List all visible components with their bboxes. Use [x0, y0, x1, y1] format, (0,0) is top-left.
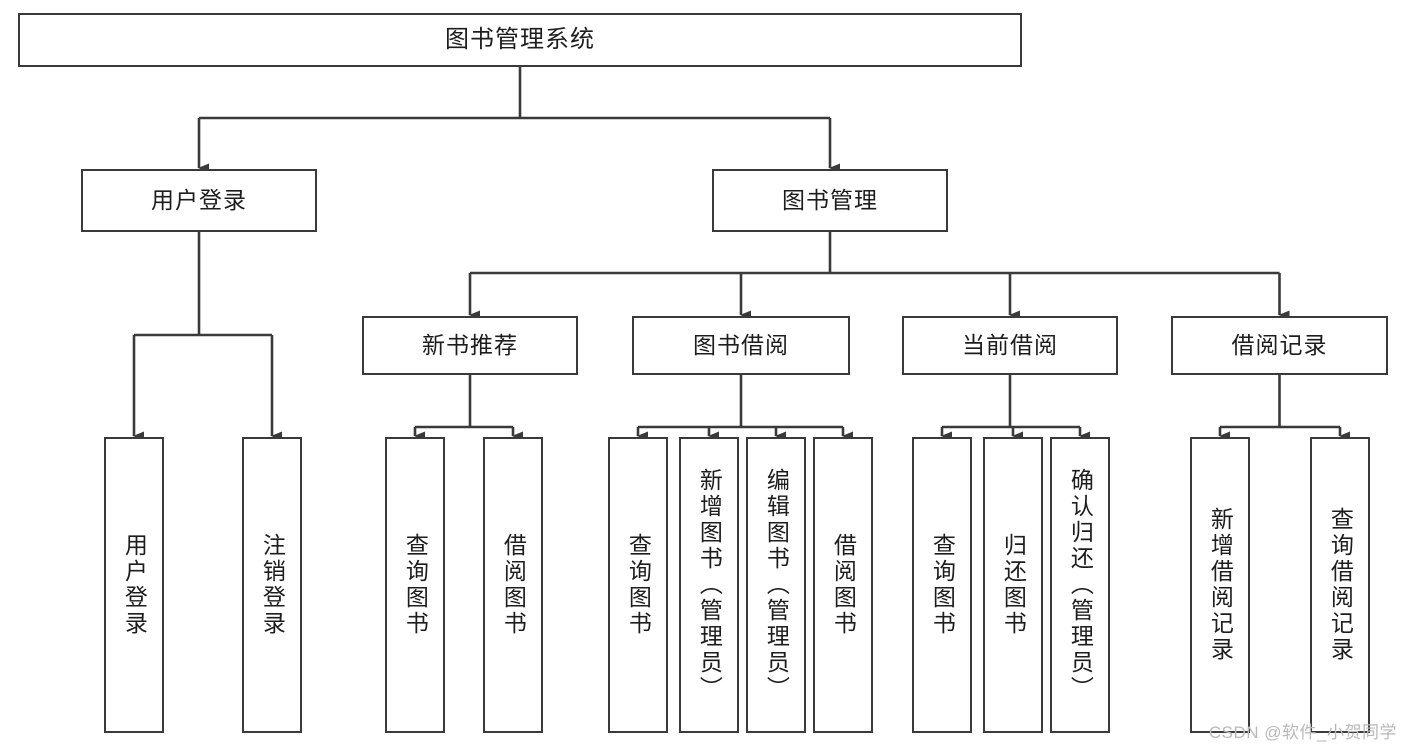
node-records[interactable]: 借阅记录: [1171, 316, 1388, 375]
node-label-current: 当前借阅: [962, 331, 1058, 358]
node-label-cur-return: 归还图书: [1000, 533, 1027, 637]
node-label-bk-edit: 编辑图书（管理员）: [763, 468, 790, 702]
node-label-nb-query: 查询图书: [402, 533, 429, 637]
node-login-in[interactable]: 用户登录: [104, 437, 164, 733]
node-label-rec-add: 新增借阅记录: [1207, 507, 1234, 663]
node-label-bk-borrow: 借阅图书: [830, 533, 857, 637]
node-bk-add[interactable]: 新增图书（管理员）: [679, 437, 739, 733]
node-root[interactable]: 图书管理系统: [18, 13, 1022, 67]
node-label-bookmgmt: 图书管理: [782, 186, 878, 213]
node-current[interactable]: 当前借阅: [902, 316, 1118, 375]
node-bk-edit[interactable]: 编辑图书（管理员）: [746, 437, 806, 733]
node-label-nb-borrow: 借阅图书: [500, 533, 527, 637]
node-rec-query[interactable]: 查询借阅记录: [1310, 437, 1370, 733]
node-label-bk-add: 新增图书（管理员）: [696, 468, 723, 702]
node-label-records: 借阅记录: [1231, 331, 1328, 358]
edge-group: [132, 67, 1350, 441]
watermark-label: CSDN @软件_小贺同学: [1208, 723, 1397, 742]
node-nb-query[interactable]: 查询图书: [385, 437, 445, 733]
node-label-login-in: 用户登录: [121, 533, 148, 637]
node-label-bk-query: 查询图书: [625, 533, 652, 637]
node-cur-return[interactable]: 归还图书: [983, 437, 1043, 733]
node-rec-add[interactable]: 新增借阅记录: [1190, 437, 1250, 733]
node-label-rec-query: 查询借阅记录: [1327, 507, 1354, 663]
node-login[interactable]: 用户登录: [81, 169, 317, 232]
node-label-root: 图书管理系统: [445, 25, 595, 53]
node-newbook[interactable]: 新书推荐: [362, 316, 578, 375]
node-bk-borrow[interactable]: 借阅图书: [813, 437, 873, 733]
node-nb-borrow[interactable]: 借阅图书: [483, 437, 543, 733]
node-bookmgmt[interactable]: 图书管理: [712, 169, 948, 232]
node-borrow[interactable]: 图书借阅: [632, 316, 850, 375]
node-label-borrow: 图书借阅: [693, 331, 789, 358]
node-label-newbook: 新书推荐: [422, 331, 518, 358]
node-label-cur-confirm: 确认归还（管理员）: [1067, 468, 1094, 702]
node-label-login: 用户登录: [151, 186, 247, 213]
node-cur-confirm[interactable]: 确认归还（管理员）: [1050, 437, 1110, 733]
node-label-login-out: 注销登录: [259, 533, 286, 637]
node-label-cur-query: 查询图书: [929, 533, 956, 637]
node-bk-query[interactable]: 查询图书: [608, 437, 668, 733]
node-login-out[interactable]: 注销登录: [242, 437, 302, 733]
node-cur-query[interactable]: 查询图书: [912, 437, 972, 733]
